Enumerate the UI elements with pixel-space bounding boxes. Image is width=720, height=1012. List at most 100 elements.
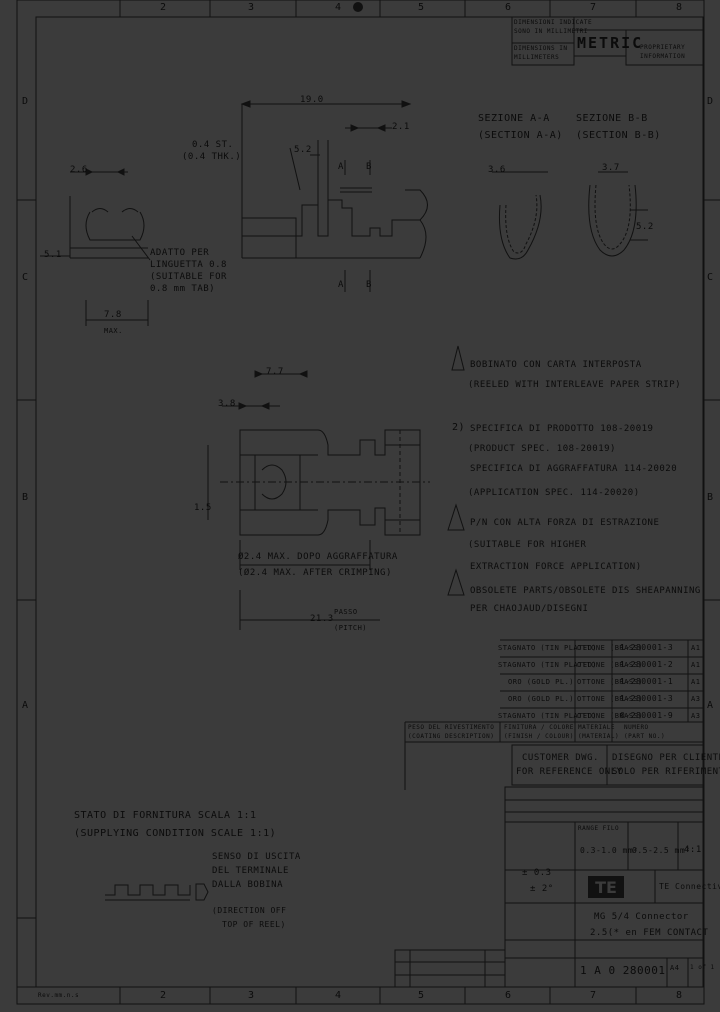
drawing-number: 1 A 0 280001 (580, 964, 666, 977)
zone-label: 7 (590, 2, 597, 13)
parts-table-grid (16, 639, 704, 988)
reel-direction-en: TOP OF REEL) (222, 920, 286, 929)
zone-label: 5 (418, 990, 425, 1001)
note-3: (SUITABLE FOR HIGHER (468, 540, 587, 550)
side-view-drawing (40, 100, 428, 326)
note-3: P/N CON ALTA FORZA DI ESTRAZIONE (470, 518, 660, 528)
pitch-label-en: (PITCH) (334, 624, 368, 632)
customer-dwg: CUSTOMER DWG. (522, 753, 599, 763)
sheet-size: A4 (670, 964, 680, 972)
drawing-scale: 4:1 (684, 845, 702, 855)
part-number: 0-280001-9 (620, 711, 674, 720)
top-view-drawing (207, 370, 430, 630)
part-finish: ORO (GOLD PL.) (508, 695, 575, 703)
section-mark-a: A (338, 280, 344, 290)
coating-header: (COATING DESCRIPTION) (408, 733, 495, 740)
dim-21-3: 21.3 (310, 614, 334, 624)
zone-label: B (22, 492, 29, 503)
dim-3-8: 3.8 (218, 399, 236, 409)
dim-3-7: 3.7 (602, 163, 620, 173)
zone-label: D (22, 96, 29, 107)
part-material: OTTONE (BRASS) (577, 678, 644, 686)
note-2: (APPLICATION SPEC. 114-20020) (468, 488, 640, 498)
material-header: MATERIALE (578, 724, 616, 731)
zone-label: 3 (248, 2, 255, 13)
number-header: (PART NO.) (624, 733, 666, 740)
part-finish: ORO (GOLD PL.) (508, 678, 575, 686)
proprietary-note: INFORMATION (640, 53, 686, 60)
dim-5-2: 5.2 (294, 145, 312, 155)
reel-direction-en: (DIRECTION OFF (212, 906, 287, 915)
unit-note: DIMENSIONS IN (514, 45, 568, 52)
section-b-title-en: (SECTION B-B) (576, 130, 661, 141)
part-rev: A3 (691, 695, 701, 703)
note-2: SPECIFICA DI PRODOTTO 108-20019 (470, 424, 654, 434)
dim-1-5: 1.5 (194, 503, 212, 513)
part-material: OTTONE (BRASS) (577, 661, 644, 669)
part-rev: A1 (691, 644, 701, 652)
zone-label: 6 (505, 2, 512, 13)
unit-note: DIMENSIONI INDICATE (514, 19, 593, 26)
dim-5-2-b: 5.2 (636, 222, 654, 232)
drawing-description: MG 5/4 Connector (594, 912, 689, 922)
zone-label: 4 (335, 990, 342, 1001)
dim-max: MAX. (104, 327, 123, 335)
zone-label: D (707, 96, 714, 107)
supply-condition-en: (SUPPLYING CONDITION SCALE 1:1) (74, 828, 277, 839)
reel-strip-drawing (105, 883, 209, 901)
unit-note: MILLIMETERS (514, 54, 560, 61)
reel-direction: DEL TERMINALE (212, 866, 289, 876)
adatto-line: LINGUETTA 0.8 (150, 260, 227, 270)
zone-label: C (707, 272, 714, 283)
zone-label: 2 (160, 990, 167, 1001)
note-4: PER CHAOJAUD/DISEGNI (470, 604, 589, 614)
part-finish: STAGNATO (TIN PLATED) (498, 661, 598, 669)
zone-label: 8 (676, 2, 683, 13)
proprietary-note: PROPRIETARY (640, 44, 686, 51)
zone-label: 7 (590, 990, 597, 1001)
dim-5-1: 5.1 (44, 250, 62, 260)
adatto-line: 0.8 mm TAB) (150, 284, 216, 294)
part-number: 1-280001-3 (620, 694, 674, 703)
tolerance: ± 0.3 (522, 868, 552, 878)
zone-label: 5 (418, 2, 425, 13)
section-a-title: SEZIONE A-A (478, 113, 550, 124)
unit-note: SONO IN MILLIMETRI (514, 28, 589, 35)
wire-range: 0.3-1.0 mm² (580, 846, 639, 855)
part-rev: A3 (691, 712, 701, 720)
note-2: (PRODUCT SPEC. 108-20019) (468, 444, 616, 454)
sheet-number: 1 of 1 (690, 964, 715, 971)
part-material: OTTONE (BRASS) (577, 712, 644, 720)
section-views (492, 171, 648, 260)
note-2: SPECIFICA DI AGGRAFFATURA 114-20020 (470, 464, 678, 474)
part-rev: A1 (691, 661, 701, 669)
part-rev: A1 (691, 678, 701, 686)
zone-label: 6 (505, 990, 512, 1001)
part-material: OTTONE (BRASS) (577, 644, 644, 652)
dim-2-1: 2.1 (392, 122, 410, 132)
finish-header: FINITURA / COLORE (504, 724, 574, 731)
te-logo: TE (588, 876, 624, 898)
note-3: EXTRACTION FORCE APPLICATION) (470, 562, 642, 572)
dim-thickness-en: (0.4 THK.) (182, 152, 242, 162)
number-header: NUMERO (624, 724, 649, 731)
finish-header: (FINISH / COLOUR) (504, 733, 574, 740)
svg-text:TE: TE (595, 878, 617, 897)
dim-7-8: 7.8 (104, 310, 122, 320)
reel-direction: DALLA BOBINA (212, 880, 284, 890)
part-finish: STAGNATO (TIN PLATED) (498, 712, 598, 720)
section-b-title: SEZIONE B-B (576, 113, 648, 124)
customer-dwg-it: SOLO PER RIFERIMENTO (612, 767, 720, 777)
dim-2-6: 2.6 (70, 165, 88, 175)
material-header: (MATERIAL) (578, 733, 620, 740)
dim-7-7: 7.7 (266, 367, 284, 377)
dim-19: 19.0 (300, 95, 324, 105)
part-number: 1-280001-3 (620, 643, 674, 652)
customer-dwg: FOR REFERENCE ONLY (516, 767, 623, 777)
part-material: OTTONE (BRASS) (577, 695, 644, 703)
zone-label: B (707, 492, 714, 503)
zone-label: A (22, 700, 29, 711)
reel-direction: SENSO DI USCITA (212, 852, 301, 862)
adatto-line: ADATTO PER (150, 248, 210, 258)
